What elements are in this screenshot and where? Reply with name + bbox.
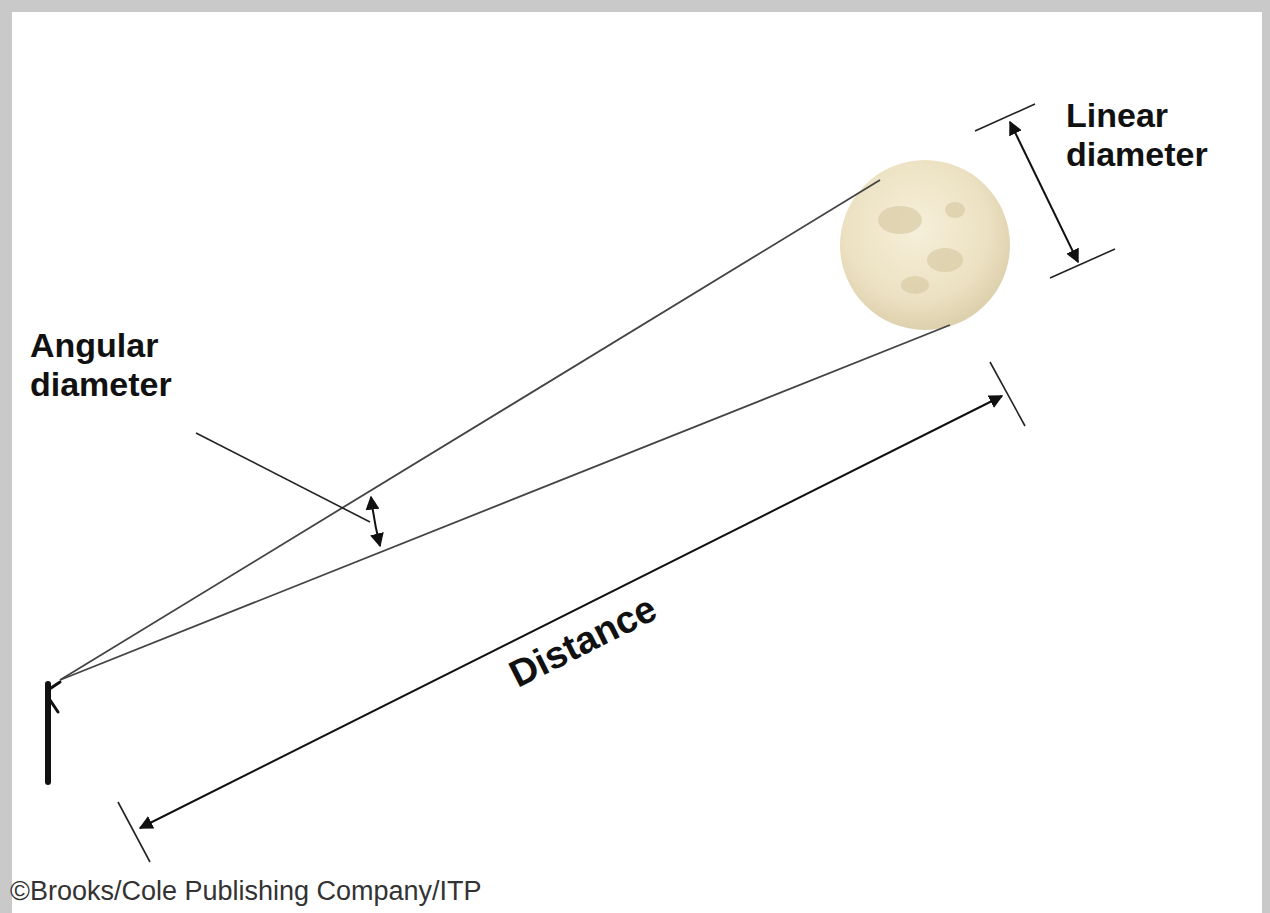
extension-tick: [1050, 249, 1115, 278]
sight-line: [60, 180, 880, 680]
frame-band: [0, 0, 1270, 12]
frame-band: [0, 0, 12, 913]
dimension-arrow: [140, 396, 1002, 828]
leader-line: [196, 433, 370, 522]
extension-tick: [118, 802, 150, 862]
copyright-note: ©Brooks/Cole Publishing Company/ITP: [10, 876, 482, 907]
dimension-label: Linear diameter: [1066, 96, 1258, 174]
moon: [840, 160, 1010, 330]
frame-band: [1262, 0, 1270, 913]
moon-maria: [878, 202, 965, 294]
angle-label: Angular diameter: [30, 326, 245, 404]
dimension-label: Distance: [503, 587, 664, 697]
extension-tick: [990, 362, 1025, 426]
sight-line: [60, 325, 950, 680]
angle-marker: [371, 497, 380, 546]
extension-tick: [975, 104, 1035, 131]
observer-figure: [48, 682, 60, 782]
